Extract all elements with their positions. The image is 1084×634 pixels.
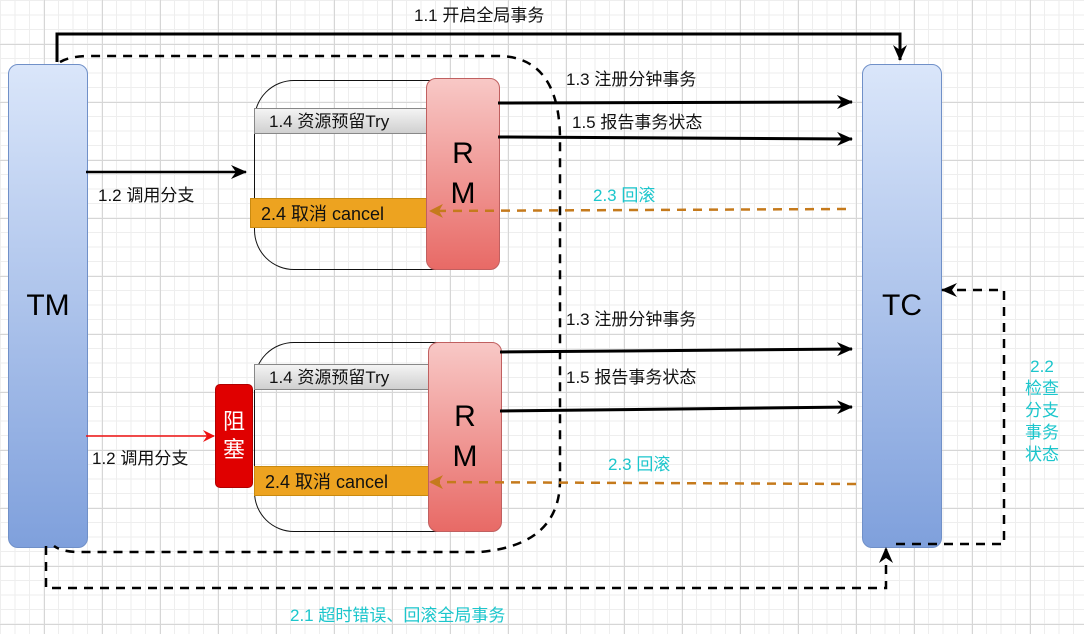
tc-actor[interactable]: TC: [862, 64, 942, 548]
check-branch-line-2: 检查: [1025, 379, 1059, 398]
try-bar-top[interactable]: 1.4 资源预留Try: [254, 108, 428, 134]
edge-rollback-top: [429, 203, 847, 218]
edge-timeout-rollback: [44, 546, 893, 590]
rm-letter-m: M: [450, 177, 476, 210]
check-branch-line-3: 分支: [1025, 401, 1059, 420]
blocked-char-2: 塞: [222, 437, 245, 462]
edge-global-scope: [53, 54, 562, 554]
label-call-bottom: 1.2 调用分支: [92, 449, 189, 468]
tm-actor[interactable]: TM: [8, 64, 88, 548]
edge-rollback-bottom: [429, 475, 857, 490]
label-rollback-bottom: 2.3 回滚: [608, 455, 671, 474]
rm-letter-r: R: [454, 400, 476, 433]
cancel-label-top: 2.4 取消 cancel: [261, 204, 385, 224]
try-bar-bottom[interactable]: 1.4 资源预留Try: [254, 364, 430, 390]
cancel-label-bottom: 2.4 取消 cancel: [265, 472, 389, 492]
blocked-badge: 阻 塞: [215, 384, 253, 488]
cancel-bar-bottom[interactable]: 2.4 取消 cancel: [254, 466, 430, 496]
check-branch-line-1: 2.2: [1030, 357, 1054, 376]
try-label-bottom: 1.4 资源预留Try: [269, 368, 390, 387]
check-branch-line-5: 状态: [1025, 445, 1059, 464]
label-begin-global: 1.1 开启全局事务: [414, 6, 545, 25]
label-register-top: 1.3 注册分钟事务: [566, 70, 697, 89]
edge-report-top: [497, 131, 853, 146]
blocked-char-1: 阻: [222, 409, 245, 434]
tc-label: TC: [882, 289, 922, 322]
edge-begin-global: [55, 32, 907, 62]
edge-report-bottom: [499, 400, 853, 415]
label-call-top: 1.2 调用分支: [98, 186, 195, 205]
rm-letter-m: M: [452, 440, 478, 473]
try-label-top: 1.4 资源预留Try: [269, 112, 390, 131]
label-timeout-rollback: 2.1 超时错误、回滚全局事务: [290, 606, 506, 625]
edge-register-top: [497, 95, 853, 110]
cancel-bar-top[interactable]: 2.4 取消 cancel: [250, 198, 428, 228]
label-report-top: 1.5 报告事务状态: [572, 113, 703, 132]
label-check-branch: 2.2 检查 分支 事务 状态: [1022, 356, 1062, 466]
rm-actor-top[interactable]: R M: [426, 78, 500, 270]
label-rollback-top: 2.3 回滚: [593, 186, 656, 205]
label-register-bottom: 1.3 注册分钟事务: [566, 310, 697, 329]
edge-check-branch: [896, 283, 1006, 546]
tm-label: TM: [26, 289, 70, 322]
rm-letter-r: R: [452, 137, 474, 170]
check-branch-line-4: 事务: [1025, 423, 1059, 442]
edge-register-bottom: [499, 342, 853, 357]
rm-actor-bottom[interactable]: R M: [428, 342, 502, 532]
label-report-bottom: 1.5 报告事务状态: [566, 368, 697, 387]
